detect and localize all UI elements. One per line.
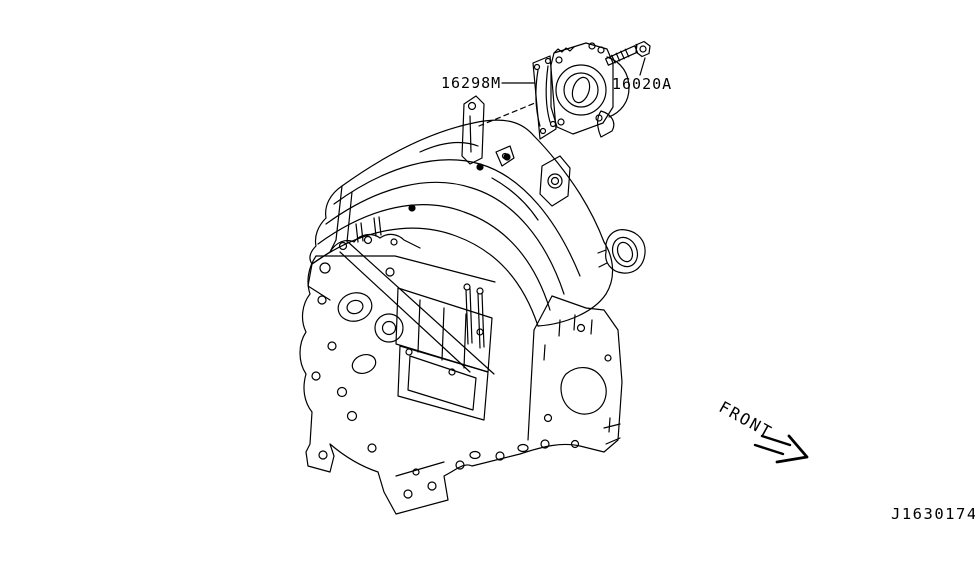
front-arrow [753,434,809,464]
leader-lines [478,57,646,127]
part-label-16298M: 16298M [441,74,502,92]
engine-block-drawing [299,216,623,515]
alignment-dashed-line [478,102,536,127]
part-label-16020A: 16020A [612,75,673,93]
leader-line-16020A [639,57,646,76]
mounting-bolt-drawing [605,40,651,66]
throttle-gasket-drawing [532,55,557,140]
figure-code: J1630174 [891,505,975,523]
throttle-body-drawing [550,42,630,138]
